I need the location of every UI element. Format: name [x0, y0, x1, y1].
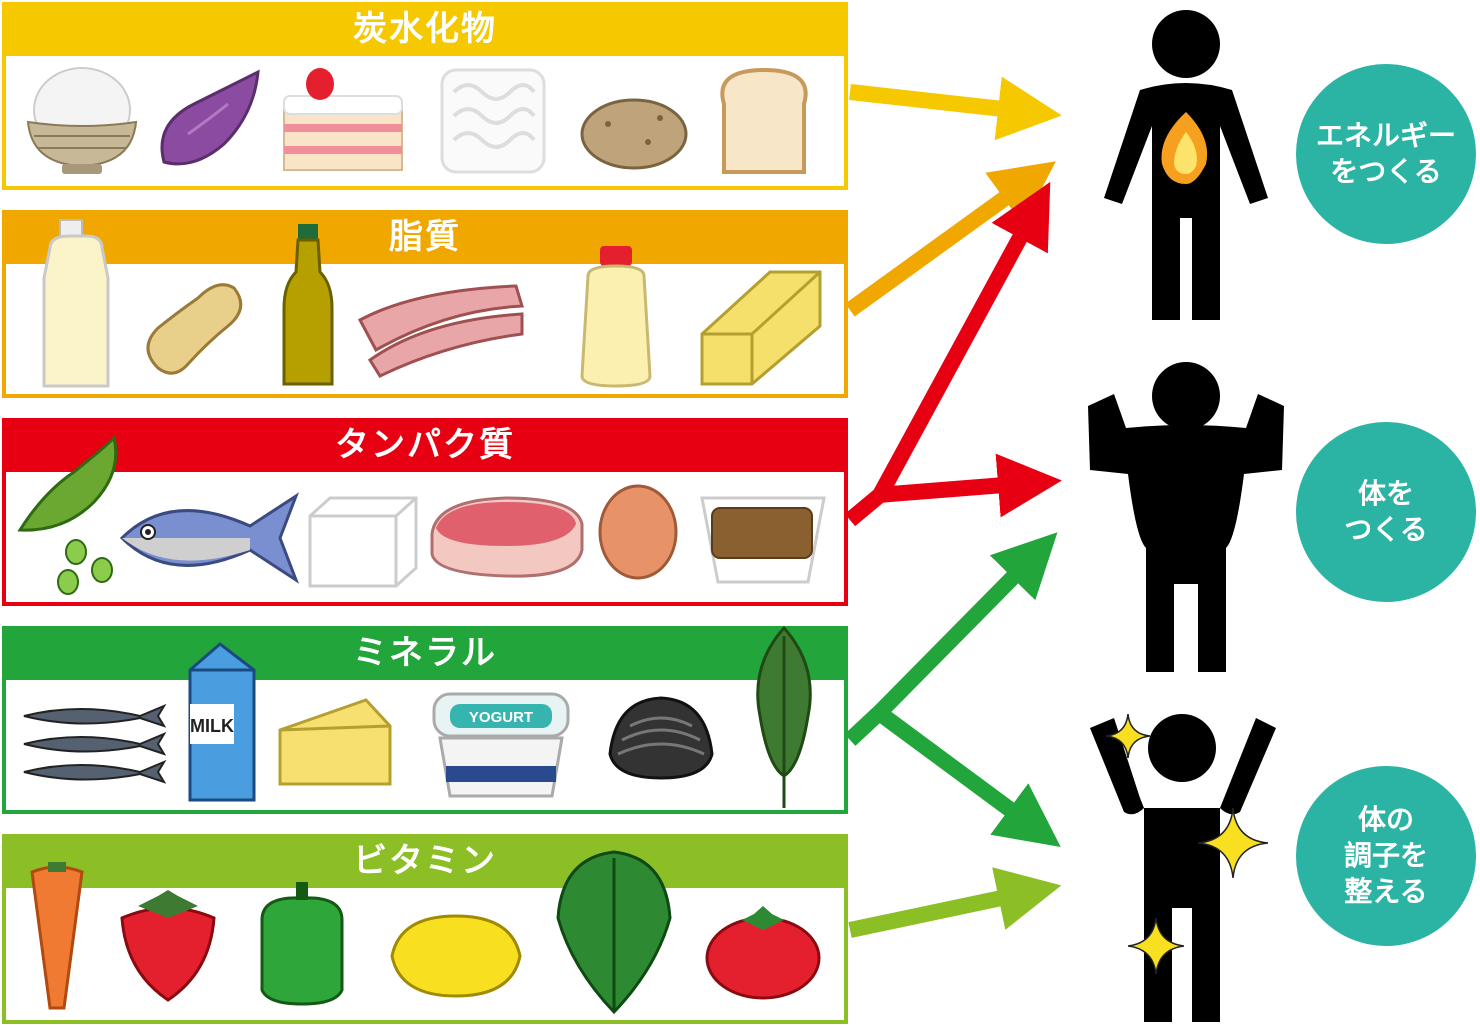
spinach-icon [556, 850, 672, 1015]
person-condition-icon [1090, 714, 1276, 1022]
egg-icon [598, 484, 678, 580]
arrow-fats-energy [845, 161, 1056, 317]
seaweed-icon [756, 626, 812, 808]
role-body-text: 体を つくる [1344, 477, 1428, 546]
group-header: 脂質 [2, 210, 848, 264]
milk-carton-icon: MILK [188, 642, 256, 802]
sparkle-icon [1106, 714, 1150, 758]
fish-icon [120, 492, 300, 584]
group-vitamins: ビタミン [2, 834, 848, 1024]
edamame-icon [17, 435, 118, 595]
tofu-icon [308, 496, 418, 588]
bacon-icon [357, 284, 524, 378]
group-carbohydrates: 炭水化物 [2, 2, 848, 190]
group-header: ビタミン [2, 834, 848, 888]
rice-bowl-icon [26, 67, 138, 174]
carrot-icon [30, 862, 84, 1010]
mayonnaise-icon [580, 246, 652, 388]
role-condition-badge: 体の 調子を 整える [1296, 766, 1476, 946]
tomato-icon [705, 906, 821, 1000]
strawberry-icon [120, 890, 216, 1002]
natto-icon [700, 496, 826, 584]
sparkle-icon [1128, 918, 1184, 974]
group-protein: タンパク質 [2, 418, 848, 606]
role-condition-text: 体の 調子を 整える [1343, 803, 1428, 908]
milk-label: MILK [190, 716, 234, 736]
butter-icon [700, 270, 822, 386]
olive-oil-icon [282, 224, 334, 386]
arrow-protein-body [877, 453, 1062, 518]
person-muscle-icon [1088, 362, 1284, 672]
role-energy-text: エネルギー をつくる [1315, 119, 1456, 188]
bread-icon [720, 67, 808, 174]
arrow-carbs-energy [849, 76, 1062, 141]
group-title: ミネラル [353, 633, 497, 673]
arrow-vitamins-condition [848, 867, 1062, 938]
role-energy-badge: エネルギー をつくる [1296, 64, 1476, 244]
green-pepper-icon [260, 882, 344, 1006]
group-title: ビタミン [353, 841, 497, 881]
arrow-minerals-body [844, 532, 1058, 746]
group-title: タンパク質 [335, 425, 515, 465]
group-minerals: ミネラル MILK YOGURT [2, 626, 848, 814]
potato-icon [580, 98, 688, 170]
sweet-potato-icon [160, 69, 260, 166]
group-title: 脂質 [389, 217, 461, 257]
cheese-icon [278, 698, 392, 786]
sparkle-icon [1198, 808, 1268, 878]
group-title: 炭水化物 [353, 9, 497, 49]
arrow-minerals-condition [873, 705, 1061, 848]
role-body-badge: 体を つくる [1296, 422, 1476, 602]
sardines-icon [23, 703, 167, 784]
person-energy-icon [1104, 10, 1268, 320]
noodles-icon [440, 68, 546, 174]
group-header: 炭水化物 [2, 2, 848, 56]
group-header: ミネラル [2, 626, 848, 680]
lemon-icon [390, 914, 522, 998]
arrow-protein-energy [844, 181, 1051, 527]
yogurt-label: YOGURT [469, 709, 533, 726]
oil-jug-icon [42, 219, 110, 388]
meat-icon [430, 496, 584, 578]
group-fats: 脂質 [2, 210, 848, 398]
shortcake-icon [283, 68, 403, 171]
group-panel [2, 56, 848, 190]
yogurt-icon: YOGURT [432, 692, 570, 798]
clam-icon [608, 696, 714, 780]
peanut-icon [146, 283, 243, 375]
group-header: タンパク質 [2, 418, 848, 472]
